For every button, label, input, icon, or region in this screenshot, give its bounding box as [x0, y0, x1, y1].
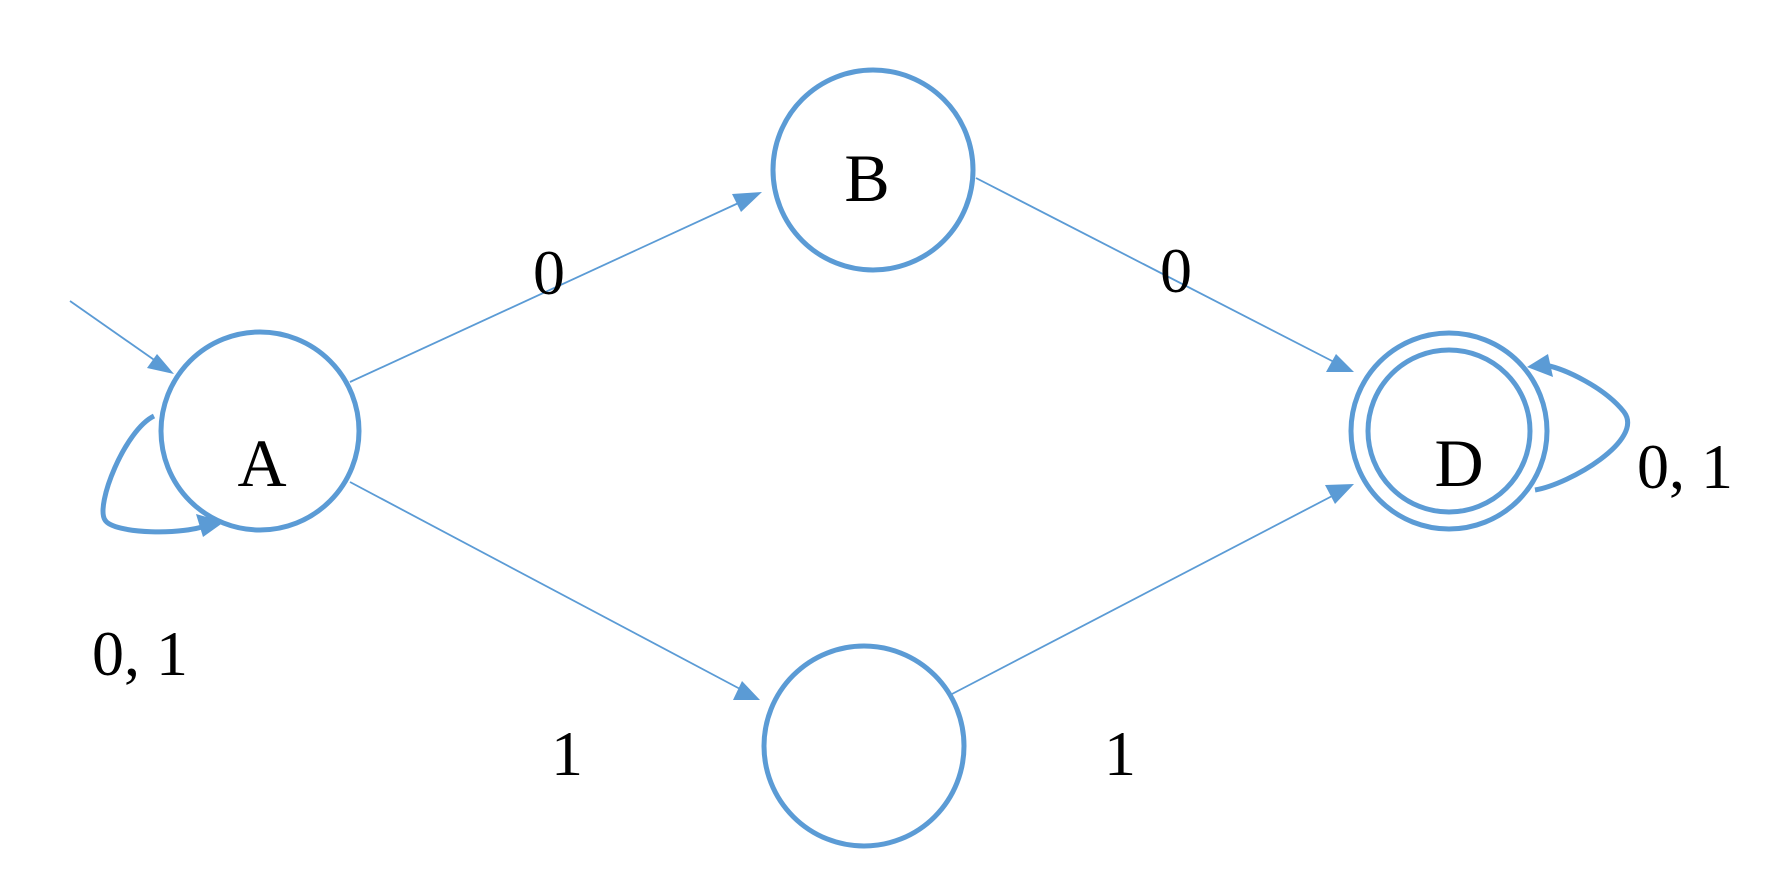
state-d-label: D [1434, 425, 1483, 501]
transition-b-d [975, 177, 1354, 372]
start-arrow [69, 300, 174, 374]
state-a-label: A [237, 425, 286, 501]
state-b: B [770, 67, 976, 273]
transition-a-a-label: 0, 1 [92, 618, 188, 689]
transition-d-d [1527, 354, 1630, 493]
transition-a-c-label: 1 [551, 718, 583, 789]
transition-c-d [951, 484, 1354, 695]
state-b-label: B [844, 140, 889, 216]
transition-a-c [349, 481, 760, 700]
transition-a-b-label: 0 [533, 237, 565, 308]
state-d: D [1348, 330, 1550, 532]
transition-b-d-label: 0 [1160, 235, 1192, 306]
state-c [761, 643, 967, 849]
transition-a-a [100, 413, 224, 537]
transition-a-b [349, 192, 762, 383]
transition-d-d-label: 0, 1 [1637, 431, 1733, 502]
transition-c-d-label: 1 [1104, 718, 1136, 789]
state-a: A [158, 329, 362, 533]
